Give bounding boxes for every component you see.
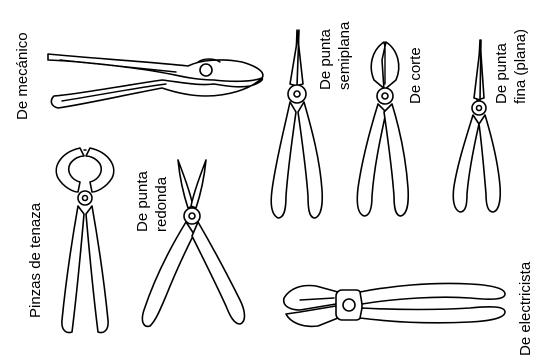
label-de-mecanico: De mecánico [14, 32, 31, 120]
label-punta-redonda-line1: De punta [134, 170, 151, 232]
long-nose-pliers [271, 30, 322, 218]
end-nipper-pliers [56, 148, 113, 333]
diagonal-cutters [357, 42, 408, 216]
label-punta-fina-line2: fina (plana) [512, 29, 529, 104]
label-pinzas-de-tenaza: Pinzas de tenaza [27, 202, 44, 318]
label-punta-semiplana-line2: semiplana [336, 21, 353, 90]
label-punta-redonda-line2: redonda [153, 176, 170, 232]
slip-joint-pliers [48, 54, 263, 108]
electrician-pliers [284, 283, 505, 326]
label-punta-semiplana-line1: De punta [317, 28, 334, 90]
label-de-corte: De corte [407, 47, 424, 104]
label-de-electricista: De electricista [517, 261, 534, 356]
label-punta-fina-line1: De punta [493, 42, 510, 104]
